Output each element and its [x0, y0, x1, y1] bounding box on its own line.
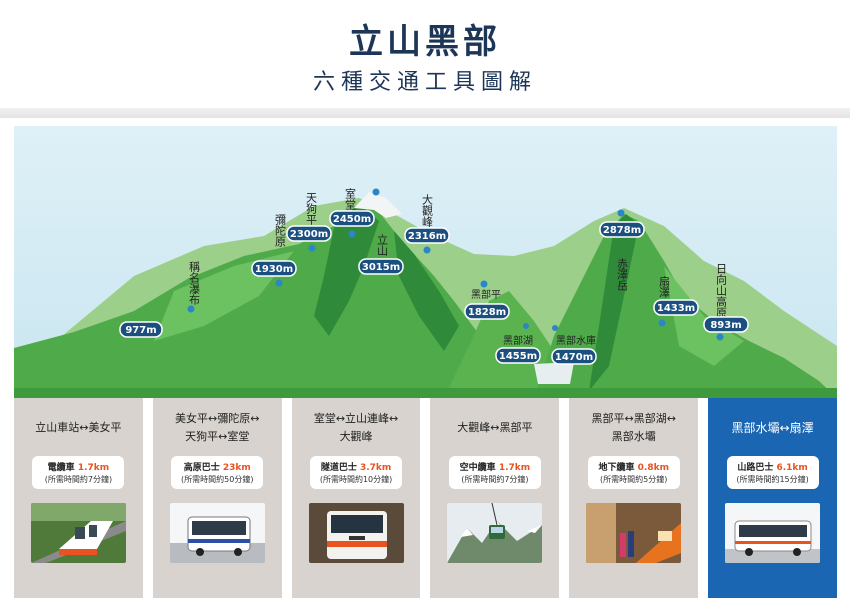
ridge-center [314, 204, 379, 336]
route-distance: 6.1km [776, 463, 808, 473]
station-marker: 室堂 2450m [329, 187, 375, 238]
route-title: 黑部平↔黑部湖↔黑部水壩 [591, 412, 676, 443]
elevation-badge: 2450m [333, 214, 371, 225]
route-title: 美女平↔彌陀原↔天狗平↔室堂 [175, 412, 260, 443]
station-label: 黑部湖 [503, 334, 533, 347]
route-info: 地下纜車 0.8km (所需時間約5分鐘) [587, 456, 680, 489]
station-label: 扇澤 [658, 275, 671, 298]
elevation-badge: 1433m [657, 303, 695, 314]
transport-mode: 空中纜車 [459, 463, 496, 473]
trolley-bus-photo [725, 503, 821, 563]
route-title: 大觀峰↔黑部平 [457, 421, 533, 434]
ground [14, 388, 837, 398]
elevation-badge: 2316m [408, 231, 446, 242]
station-marker: 彌陀原 1930m [251, 214, 297, 287]
route-duration: (所需時間約10分鐘) [319, 475, 393, 484]
route-card: 大觀峰↔黑部平 空中纜車 1.7km (所需時間約7分鐘) [430, 398, 560, 598]
station-marker: 立山 3015m [358, 188, 404, 275]
station-marker: 大觀峰 2316m [404, 193, 450, 254]
underground-cable-photo [586, 503, 682, 563]
dam [534, 362, 574, 384]
route-card-selected: 黑部水壩↔扇澤 山路巴士 6.1km (所需時間約15分鐘) [708, 398, 837, 598]
main-mountain [14, 204, 509, 398]
station-label: 黑部平 [471, 288, 501, 301]
elevation-badge: 1828m [468, 307, 506, 318]
route-card: 立山車站↔美女平 電纜車 1.7km (所需時間約7分鐘) [14, 398, 143, 598]
elevation-badge: 1455m [499, 351, 537, 362]
route-distance: 1.7km [498, 463, 531, 473]
route-distance: 23km [222, 463, 251, 473]
snow-cap [354, 192, 402, 218]
station-marker: 黑部平 1828m [464, 280, 510, 320]
station-marker: 黑部水庫 1470m [551, 325, 597, 365]
route-card: 美女平↔彌陀原↔天狗平↔室堂 高原巴士 23km (所需時間約50分鐘) [152, 398, 282, 598]
route-title: 室堂↔立山連峰↔大觀峰 [313, 412, 399, 443]
mountain-map: 稱名瀑布 977m 彌陀原 1930m 天狗平 2300m 室堂 2450m 立… [14, 126, 837, 398]
route-distance: 1.7km [77, 463, 110, 473]
station-label: 赤澤岳 [616, 258, 629, 291]
ropeway-photo [447, 503, 543, 563]
route-info: 空中纜車 1.7km (所需時間約7分鐘) [448, 456, 541, 489]
page-subtitle: 六種交通工具圖解 [312, 70, 537, 95]
route-info: 高原巴士 23km (所需時間約50分鐘) [171, 456, 264, 489]
route-card: 室堂↔立山連峰↔大觀峰 隧道巴士 3.7km (所需時間約10分鐘) [291, 398, 421, 598]
station-label: 天狗平 [305, 192, 318, 226]
tunnel-bus-photo [308, 503, 404, 563]
route-distance: 0.8km [637, 463, 669, 473]
elevation-badge: 1470m [555, 352, 593, 363]
station-label: 黑部水庫 [556, 334, 596, 347]
transport-mode: 隧道巴士 [320, 463, 357, 473]
station-label: 室堂 [344, 187, 357, 210]
elevation-badge: 1930m [255, 264, 293, 275]
route-card: 黑部平↔黑部湖↔黑部水壩 地下纜車 0.8km (所需時間約5分鐘) [569, 398, 699, 598]
transport-mode: 高原巴士 [183, 463, 220, 473]
route-duration: (所需時間約7分鐘) [461, 475, 529, 484]
station-label: 彌陀原 [274, 214, 287, 247]
elevation-badge: 893m [710, 320, 741, 331]
station-label: 立山 [376, 233, 389, 256]
station-marker: 扇澤 1433m [653, 275, 699, 327]
elevation-badge: 2300m [290, 229, 328, 240]
elevation-badge: 3015m [362, 262, 400, 273]
route-duration: (所需時間約7分鐘) [44, 475, 113, 484]
transport-mode: 山路巴士 [737, 463, 774, 473]
station-label: 稱名瀑布 [188, 261, 201, 306]
station-marker: 黑部湖 1455m [495, 323, 541, 364]
page-title: 立山黑部 [349, 22, 501, 62]
route-info: 山路巴士 6.1km (所需時間約15分鐘) [726, 456, 819, 489]
station-label: 日向山高原 [715, 263, 728, 318]
station-label: 大觀峰 [421, 193, 434, 227]
route-title: 立山車站↔美女平 [35, 421, 122, 434]
route-duration: (所需時間約5分鐘) [600, 475, 668, 484]
ridge-right [394, 231, 459, 351]
route-info: 隧道巴士 3.7km (所需時間約10分鐘) [310, 456, 403, 489]
elevation-badge: 2878m [603, 225, 641, 236]
station-marker: 稱名瀑布 977m [119, 261, 201, 338]
route-cards: 立山車站↔美女平 電纜車 1.7km (所需時間約7分鐘) 美女平↔彌陀原↔天狗… [14, 398, 837, 598]
highland-bus-photo [169, 503, 265, 563]
route-duration: (所需時間約50分鐘) [181, 475, 254, 484]
station-marker: 天狗平 2300m [286, 192, 332, 252]
route-distance: 3.7km [359, 463, 392, 473]
route-duration: (所需時間約15分鐘) [736, 475, 809, 484]
route-title: 黑部水壩↔扇澤 [731, 421, 814, 435]
header-divider [0, 108, 850, 118]
route-info: 電纜車 1.7km (所需時間約7分鐘) [32, 456, 125, 489]
station-marker: 赤澤岳 2878m [599, 209, 645, 291]
right-spur [664, 266, 744, 366]
elevation-badge: 977m [125, 325, 156, 336]
right-ridge [589, 214, 639, 391]
transport-mode: 電纜車 [47, 463, 75, 473]
transport-mode: 地下纜車 [598, 463, 635, 473]
station-marker: 日向山高原 893m [703, 263, 749, 341]
cable-car-photo [30, 503, 126, 563]
